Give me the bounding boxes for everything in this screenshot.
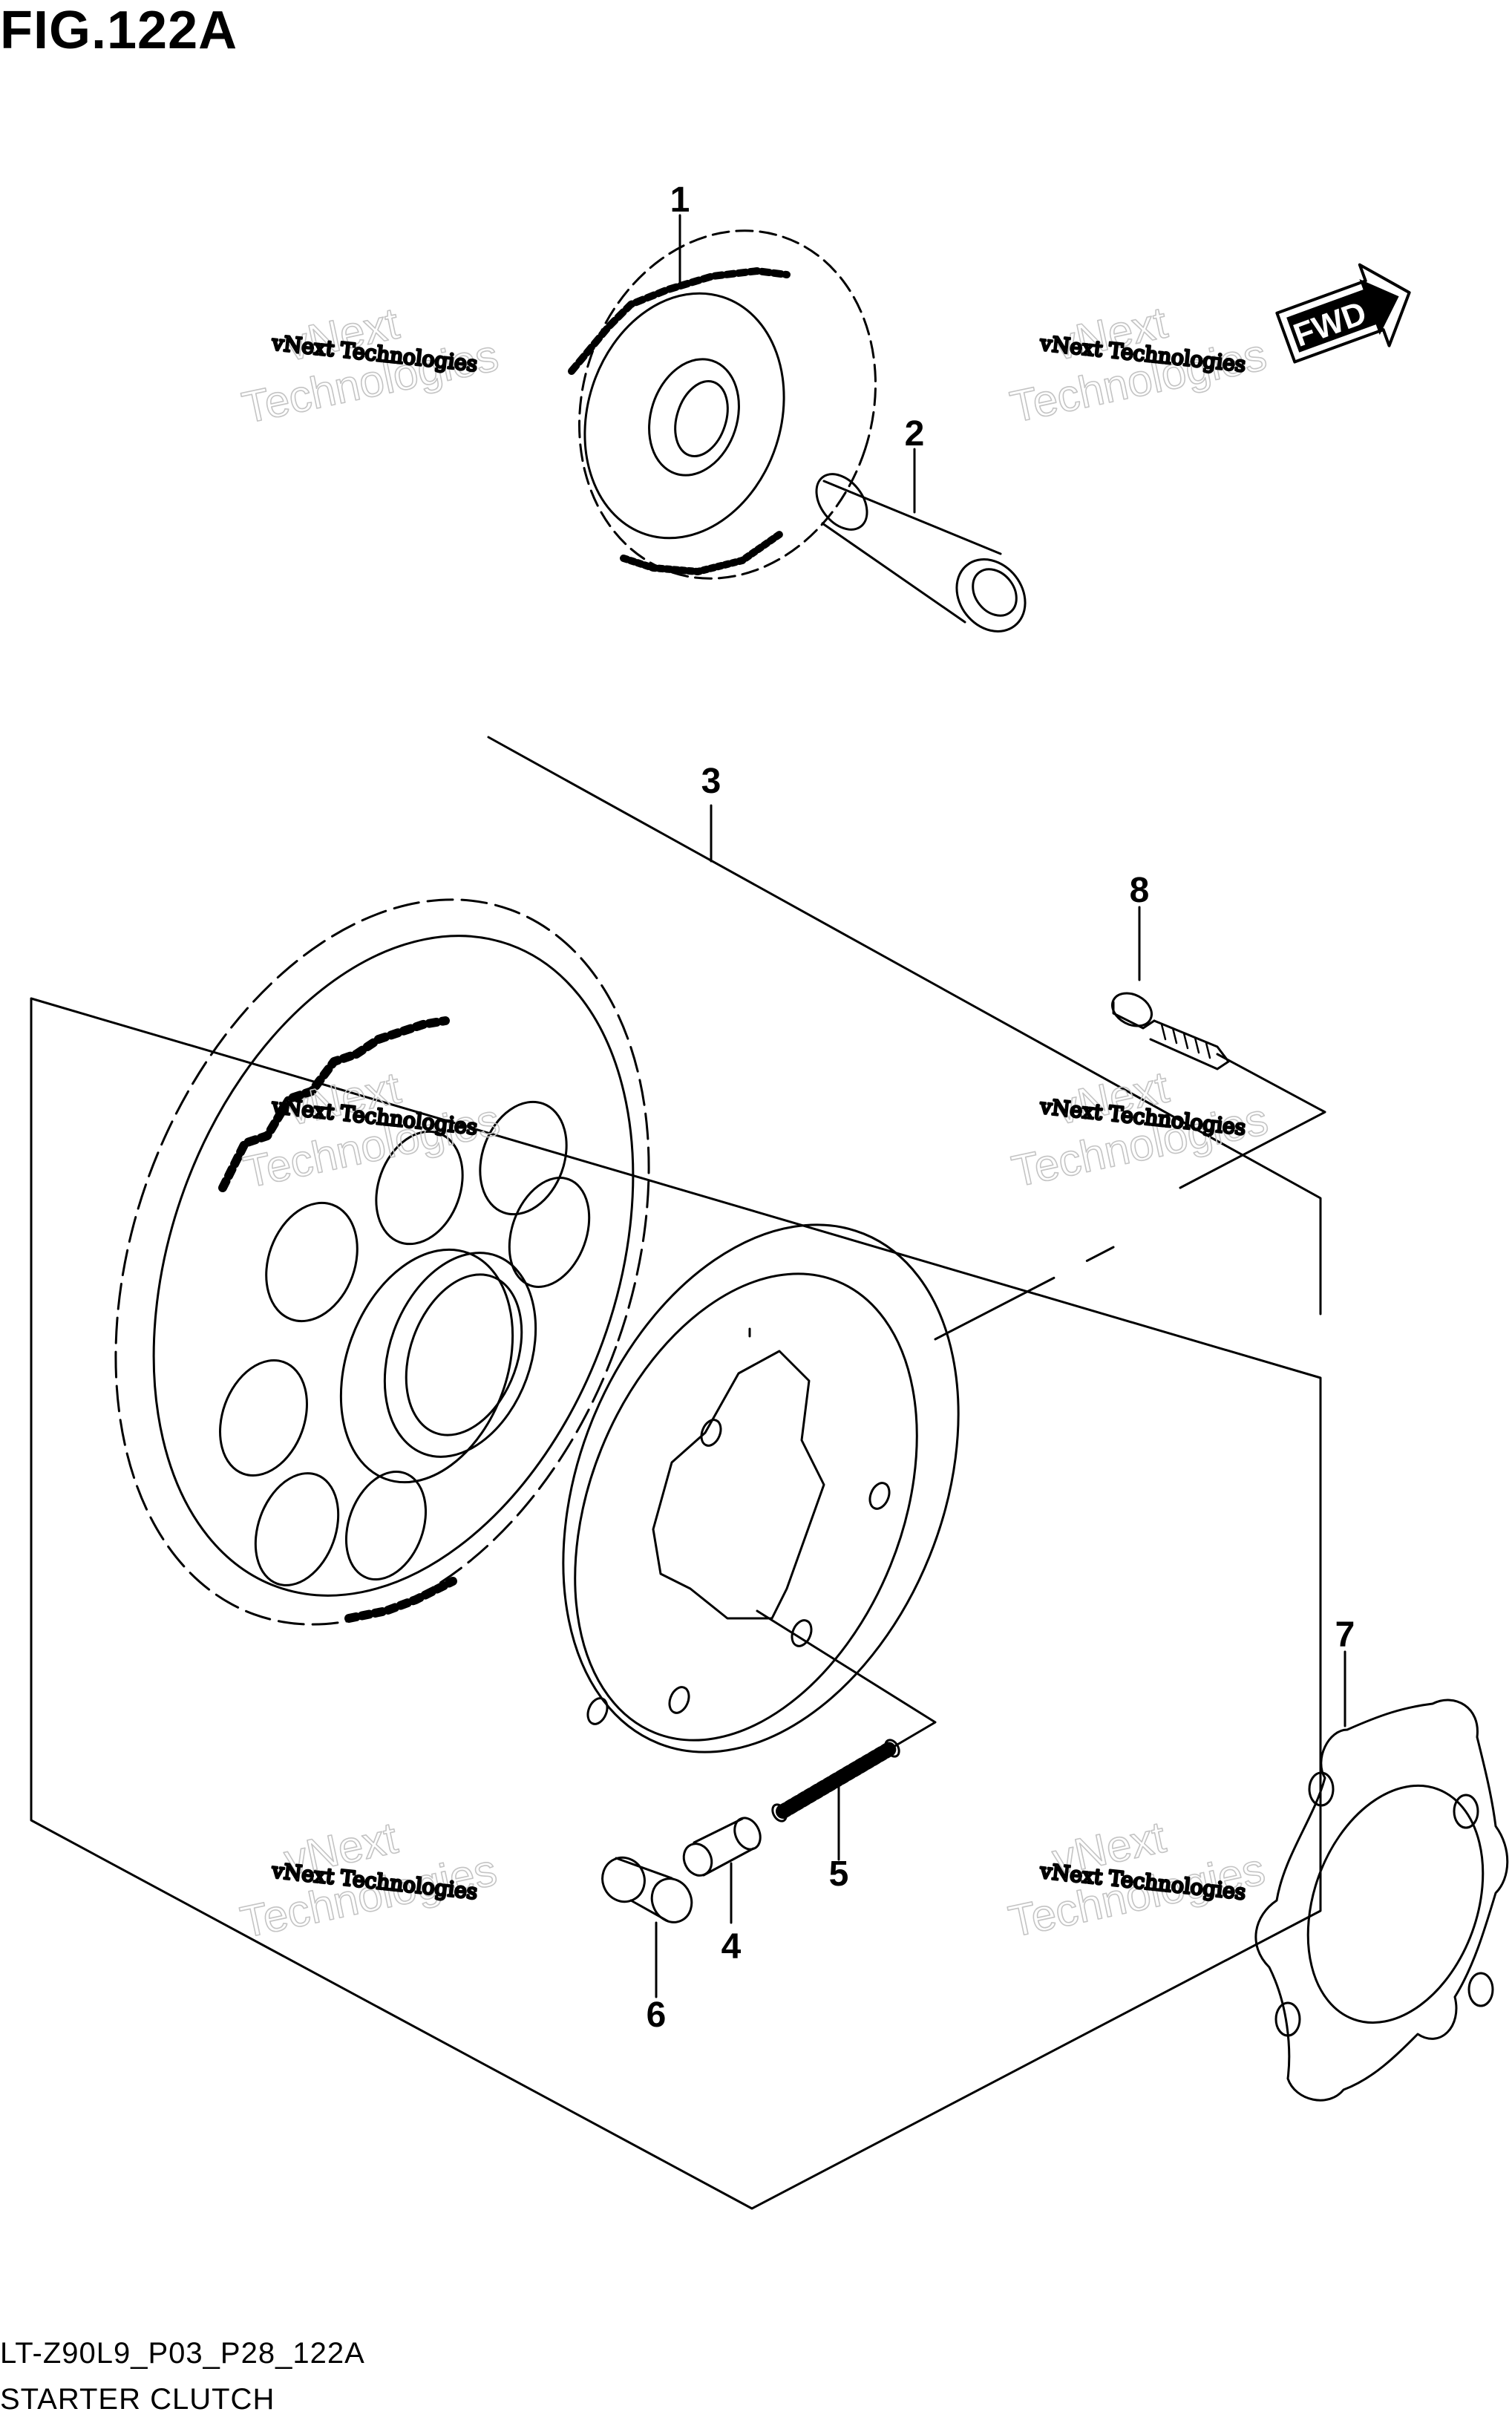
plate-part-7 xyxy=(1254,1699,1509,2102)
roller-part-4 xyxy=(682,1817,762,1877)
callout-4: 4 xyxy=(721,1927,742,1967)
callout-7: 7 xyxy=(1335,1615,1355,1655)
callout-1: 1 xyxy=(670,180,690,220)
shaft-part-2 xyxy=(815,473,1027,632)
bolt-part-8 xyxy=(1111,992,1230,1070)
starter-clutch-gear-part-3 xyxy=(114,898,650,1626)
callout-5: 5 xyxy=(829,1854,849,1894)
diagram-caption: STARTER CLUTCH xyxy=(0,2383,275,2416)
fwd-arrow-icon: FWD xyxy=(1275,263,1411,364)
leader-clutch xyxy=(934,1246,1115,1341)
callout-3: 3 xyxy=(701,762,721,801)
callout-2: 2 xyxy=(905,414,925,454)
assembly-outline xyxy=(30,736,1322,2210)
cap-part-6 xyxy=(601,1856,693,1923)
leader-bolt xyxy=(1179,1053,1326,1189)
idle-gear-part-1 xyxy=(568,229,877,580)
one-way-clutch-body xyxy=(562,1223,960,1753)
callout-6: 6 xyxy=(647,1995,667,2035)
callout-8: 8 xyxy=(1130,871,1150,910)
figure-title: FIG.122A xyxy=(0,1,238,60)
spring-part-5 xyxy=(771,1739,900,1822)
diagram-code: LT-Z90L9_P03_P28_122A xyxy=(0,2337,365,2370)
